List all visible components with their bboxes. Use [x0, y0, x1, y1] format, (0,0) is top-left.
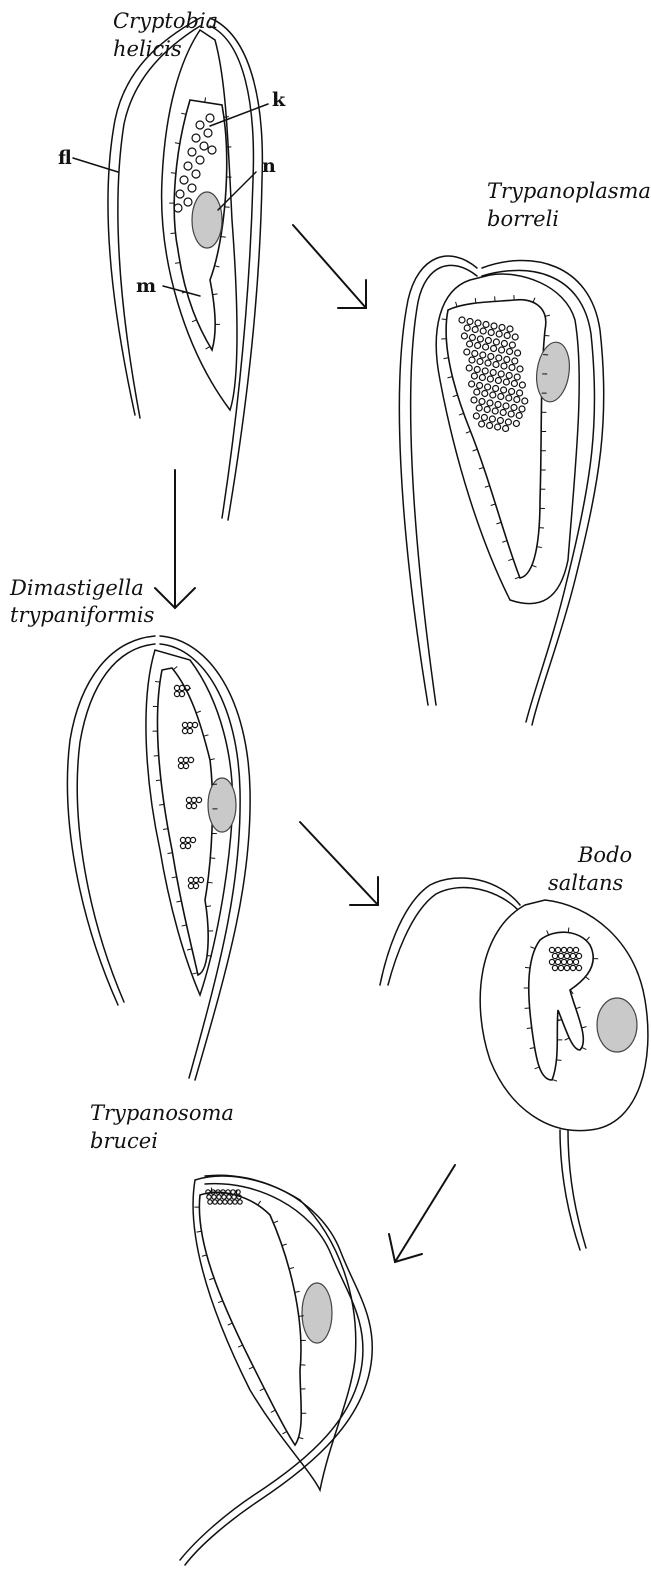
- mitochondrial-crista: [155, 681, 160, 682]
- trypanosoma-genus-label: Trypanosoma: [90, 1101, 234, 1125]
- bodo-genus-label: Bodo: [577, 843, 632, 867]
- mitochondrial-crista: [207, 956, 212, 957]
- trypanoplasma-species-label: borreli: [487, 207, 559, 231]
- bodo-saltans-cell: Bodo saltans: [380, 843, 648, 1250]
- mitochondrial-crista: [525, 967, 530, 968]
- trypanosoma-species-label: brucei: [90, 1129, 158, 1153]
- mitochondrial-crista: [568, 928, 569, 933]
- mitochondrial-crista: [224, 117, 229, 118]
- fl-pointer: [73, 158, 118, 172]
- dimastigella-species-label: trypaniformis: [10, 603, 155, 627]
- kinetoplast-label: k: [272, 89, 286, 111]
- bodo-species-label: saltans: [548, 871, 623, 895]
- cryptobia-helicis-cell: Cryptobia helicis fl k n: [58, 9, 286, 520]
- arrow-cryptobia-to-dimastigella: [155, 470, 195, 608]
- mitochondrial-crista: [527, 1028, 532, 1029]
- mitochondrial-crista: [299, 1316, 304, 1317]
- trypanosoma-nucleus: [302, 1283, 332, 1343]
- mitochondrion-label: m: [136, 275, 156, 297]
- mitochondrial-crista: [156, 780, 161, 781]
- dimastigella-genus-label: Dimastigella: [9, 576, 144, 600]
- arrow-bodo-to-trypanosoma: [389, 1165, 455, 1262]
- trypanoplasma-genus-label: Trypanoplasma: [487, 179, 651, 203]
- trypanoplasma-borreli-cell: Trypanoplasma borreli: [399, 179, 651, 725]
- nucleus-label: n: [262, 155, 276, 177]
- arrow-dimastigella-to-bodo: [300, 822, 378, 905]
- flagellum-label: fl: [58, 147, 72, 169]
- bodo-posterior-flagellum-inner: [568, 1130, 586, 1248]
- cryptobia-genus-label: Cryptobia: [113, 9, 218, 33]
- arrow-cryptobia-to-trypanoplasma: [293, 225, 366, 308]
- mitochondrial-crista: [206, 906, 211, 907]
- dimastigella-anterior-flagellum: [67, 636, 155, 1005]
- dimastigella-trypaniformis-cell: Dimastigella trypaniformis: [9, 576, 250, 1080]
- dimastigella-nucleus: [208, 778, 236, 832]
- dimastigella-anterior-flagellum-inner: [77, 644, 155, 1002]
- mitochondrial-crista: [208, 882, 213, 883]
- bodo-posterior-flagellum: [560, 1130, 580, 1250]
- cryptobia-nucleus: [192, 192, 222, 248]
- bodo-nucleus: [597, 998, 637, 1052]
- trypanosoma-brucei-cell: Trypanosoma brucei: [90, 1101, 372, 1565]
- mitochondrial-crista: [475, 298, 476, 303]
- mitochondrial-crista: [171, 233, 176, 234]
